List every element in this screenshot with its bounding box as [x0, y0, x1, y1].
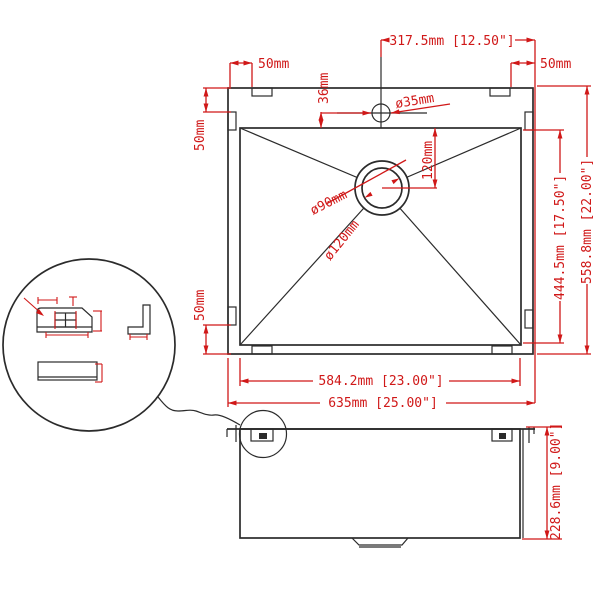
clip-strip-side-view — [37, 361, 98, 381]
dimension-overall-width: 635mm [25.00"] — [227, 358, 536, 411]
detail-callout-circle — [238, 409, 288, 459]
bowl-diagonal — [381, 187, 522, 346]
clip-tab — [524, 309, 534, 329]
dim-label-50-left-bottom: 50mm — [193, 290, 208, 321]
clip-tab — [489, 87, 511, 97]
clip-tab — [227, 306, 237, 326]
clip-tab — [251, 87, 273, 97]
dim-label-50-left-top: 50mm — [193, 120, 208, 151]
dimension-bowl-depth: 444.5mm [17.50"] — [523, 129, 568, 344]
dim-label-4445: 444.5mm [17.50"] — [553, 175, 568, 300]
dim-label-5842: 584.2mm [23.00"] — [318, 374, 443, 389]
clip-tab — [524, 111, 534, 131]
top-view — [227, 57, 534, 355]
detail-circle — [2, 258, 176, 432]
dim-label-50-top-left: 50mm — [258, 57, 289, 72]
dim-label-36: 36mm — [317, 73, 332, 104]
dim-label-d90: ø90mm — [308, 187, 350, 218]
drain-bump — [351, 537, 409, 546]
detail-view — [2, 258, 176, 432]
dimension-height: 228.6mm [9.00"] — [522, 423, 564, 540]
dim-label-d120: ø120mm — [321, 217, 362, 263]
clip-plan-view — [36, 307, 93, 333]
mounting-clip — [250, 428, 274, 442]
dimension-drain-position: 120mm — [382, 127, 438, 189]
dim-label-2286: 228.6mm [9.00"] — [549, 423, 564, 540]
clip-bracket-side-view — [127, 304, 151, 335]
faucet-hole — [371, 103, 391, 123]
dimension-faucet-diameter: ø35mm — [390, 91, 451, 115]
clip-screw — [499, 433, 506, 439]
sink-body — [239, 428, 521, 539]
dim-label-50-top-right: 50mm — [540, 57, 571, 72]
bowl-diagonal — [239, 187, 383, 346]
dim-label-5588: 558.8mm [22.00"] — [580, 159, 595, 284]
dim-label-317: 317.5mm [12.50"] — [389, 34, 514, 49]
dimension-clip-left-bottom: 50mm — [193, 290, 231, 355]
clip-tab — [251, 345, 273, 355]
dim-label-635: 635mm [25.00"] — [328, 396, 438, 411]
dimension-clip-top-right: 50mm — [510, 57, 571, 87]
dim-label-120: 120mm — [421, 141, 436, 180]
dimension-faucet-to-bowl: 36mm — [317, 73, 372, 129]
mounting-clip — [491, 428, 513, 442]
clip-screw — [259, 433, 267, 439]
detail-dim-marks — [23, 296, 148, 383]
dim-label-d35: ø35mm — [394, 91, 435, 112]
dimension-bowl-width: 584.2mm [23.00"] — [239, 358, 521, 389]
clip-tab — [227, 111, 237, 131]
dimension-clip-top-left: 50mm — [229, 57, 289, 87]
clip-tab — [491, 345, 513, 355]
detail-leader-curve — [157, 396, 241, 426]
side-view — [157, 396, 535, 548]
dimension-clip-left-top: 50mm — [193, 87, 231, 151]
dimension-overall-depth: 558.8mm [22.00"] — [537, 85, 595, 355]
